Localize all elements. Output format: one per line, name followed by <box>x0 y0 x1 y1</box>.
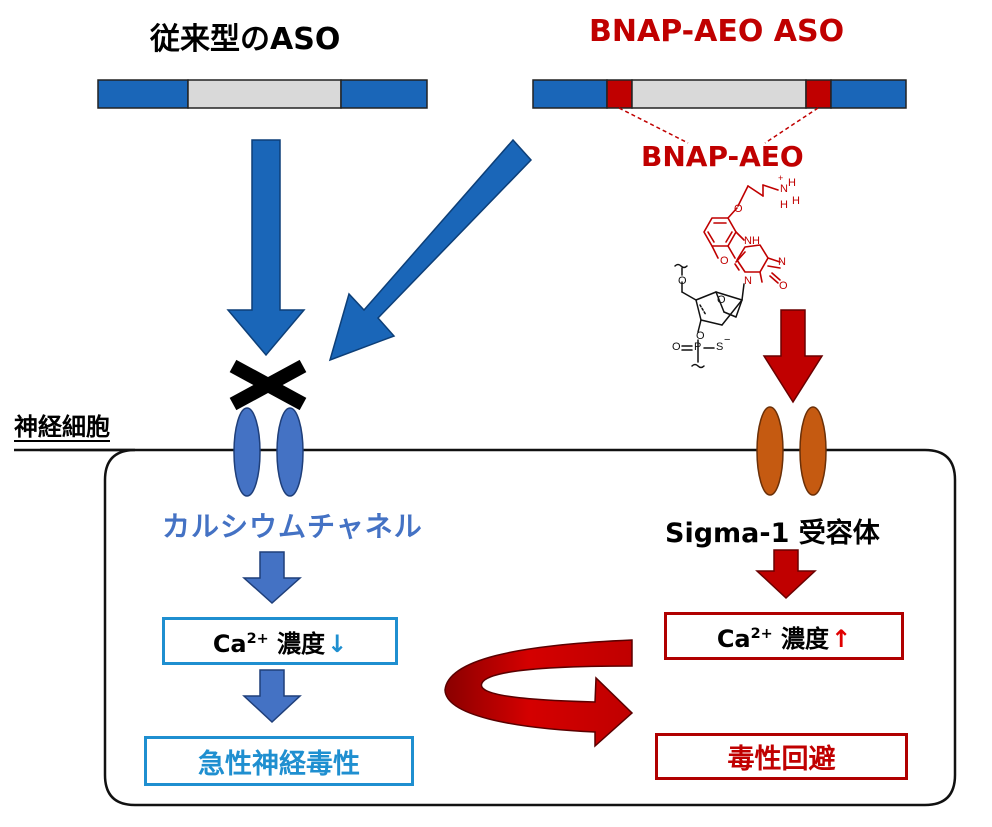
red-down-arrow <box>762 309 824 404</box>
atom-o-ether: O <box>734 203 743 215</box>
atom-n-nh3: N <box>780 183 788 195</box>
bnap-aso-bar <box>532 79 907 109</box>
ca-increase-box: Ca2+ 濃度↑ <box>664 612 904 660</box>
toxicity-avoidance-box: 毒性回避 <box>655 733 908 780</box>
curved-red-arrow <box>444 639 634 748</box>
atom-n1: N <box>778 256 786 268</box>
acute-neurotoxicity-box: 急性神経毒性 <box>144 736 414 786</box>
atom-h2: H <box>792 195 800 207</box>
ca-symbol: Ca <box>716 624 751 653</box>
atom-o-double: O <box>672 341 681 353</box>
atom-h3: H <box>780 199 788 211</box>
sigma-receptor-label: Sigma-1 受容体 <box>665 518 880 549</box>
atom-carbonyl-o: O <box>779 280 788 292</box>
left-arrow-2 <box>242 669 302 724</box>
atom-s: S <box>716 341 724 353</box>
atom-o5: O <box>678 275 687 287</box>
left-arrow-1 <box>242 551 302 605</box>
atom-minus: − <box>724 334 731 346</box>
atom-p: P <box>694 341 702 353</box>
atom-n2: N <box>744 275 752 287</box>
atom-nh: NH <box>744 235 760 247</box>
block-cross-icon <box>229 359 307 411</box>
ca-concentration-text: 濃度 <box>268 629 326 658</box>
bnap-aso-title: BNAP-AEO ASO <box>589 14 845 49</box>
atom-o-ring: O <box>720 255 729 267</box>
calcium-channel-label: カルシウムチャネル <box>162 510 423 543</box>
ca-concentration-text: 濃度 <box>772 624 830 653</box>
down-arrow-icon: ↓ <box>327 629 348 658</box>
sigma-receptor-icon <box>756 406 827 496</box>
ca-charge: 2+ <box>246 630 269 647</box>
bnap-aeo-label: BNAP-AEO <box>641 140 804 173</box>
atom-sugar-o: O <box>717 294 726 306</box>
up-arrow-icon: ↑ <box>831 624 852 653</box>
atom-plus: + <box>778 173 784 183</box>
atom-o3: O <box>696 330 705 342</box>
conventional-aso-title: 従来型のASO <box>150 22 341 57</box>
blue-down-arrow <box>226 139 306 357</box>
bnap-connector-lines <box>618 107 819 144</box>
ca-charge: 2+ <box>750 625 773 642</box>
conventional-aso-bar <box>97 79 428 109</box>
acute-neurotoxicity-text: 急性神経毒性 <box>198 748 360 780</box>
blue-diagonal-arrow <box>328 138 533 362</box>
ca-symbol: Ca <box>212 629 247 658</box>
bnap-molecule-structure <box>674 184 781 369</box>
ca-decrease-box: Ca2+ 濃度↓ <box>162 617 398 665</box>
neuron-label: 神経細胞 <box>14 413 110 441</box>
toxicity-avoidance-text: 毒性回避 <box>727 744 836 775</box>
calcium-channel-icon <box>233 407 304 497</box>
right-arrow <box>755 549 817 600</box>
atom-h1: H <box>788 177 796 189</box>
